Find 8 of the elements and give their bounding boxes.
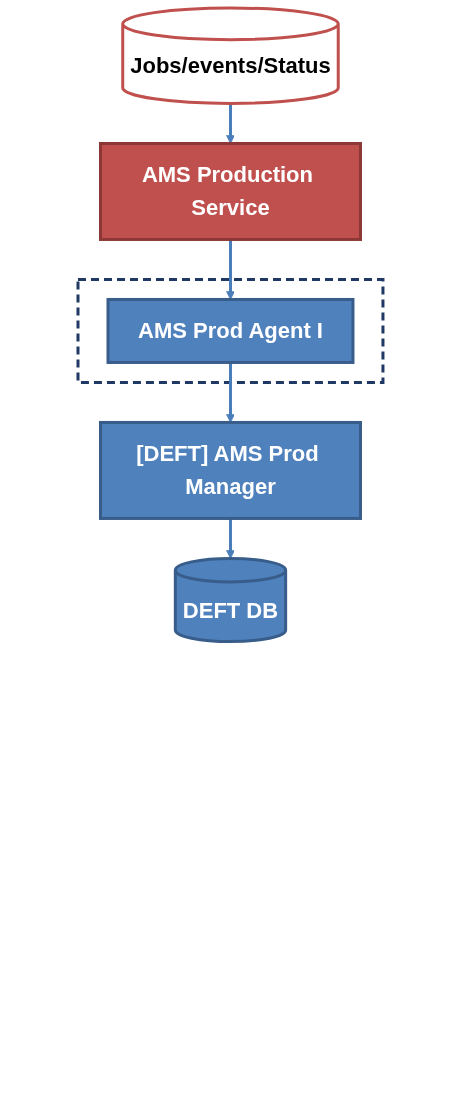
node-box: AMS Prod Agent I [106, 297, 354, 364]
arrow [225, 239, 235, 300]
node-box: [DEFT] AMS Prod Manager [98, 420, 362, 520]
node-box: AMS Production Service [98, 141, 362, 241]
arrow [225, 362, 235, 423]
arrow [225, 518, 235, 559]
cluster [76, 277, 384, 384]
arrow [225, 103, 235, 144]
